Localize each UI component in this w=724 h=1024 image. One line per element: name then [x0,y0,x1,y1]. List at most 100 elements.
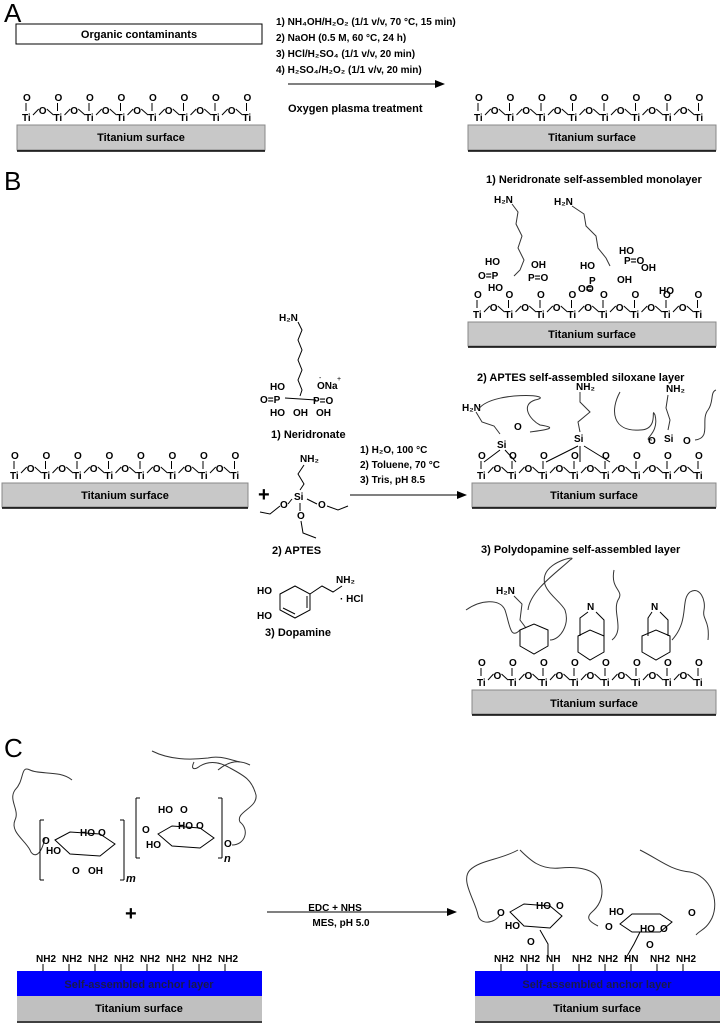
svg-text:O: O [98,828,106,839]
svg-text:O: O [646,940,654,951]
bridging-oxygen: O [554,106,562,117]
surface-oxygen: O [86,93,94,104]
bridging-oxygen: O [494,464,502,475]
surface-oxygen: O [74,451,82,462]
surface-a-start: Titanium surface [16,124,266,152]
bridging-oxygen: O [587,464,595,475]
titanium-surface-label: Titanium surface [548,132,636,144]
svg-text:O: O [180,805,188,816]
svg-text:HO: HO [609,907,624,918]
ti-atom: Ti [568,310,577,321]
ti-atom: Ti [105,471,114,482]
dopamine-name: 3) Dopamine [265,627,331,639]
svg-text:N: N [587,602,594,613]
ti-atom: Ti [601,471,610,482]
svg-text:HO: HO [178,821,193,832]
grafted-alginate: O HO O HO O O HO HO O O O [466,849,716,959]
titanium-surface-label: Titanium surface [550,490,638,502]
subscript-m: m [126,873,136,885]
bridging-oxygen: O [121,464,129,475]
surface-oxygen: O [478,451,486,462]
surface-oxygen: O [506,290,514,301]
svg-text:HO: HO [146,840,161,851]
svg-text:Si: Si [294,492,304,503]
svg-text:HO: HO [270,408,285,419]
panel-label-c: C [4,733,23,763]
titanium-surface-label: Titanium surface [95,1003,183,1015]
surface-oxygen: O [149,93,157,104]
bridging-oxygen: O [58,464,66,475]
bridging-oxygen: O [649,671,657,682]
ti-atom: Ti [168,471,177,482]
surface-oxygen: O [181,93,189,104]
svg-text:O: O [683,436,691,447]
ti-atom: Ti [662,310,671,321]
svg-text:O: O [660,924,668,935]
ti-atom: Ti [85,113,94,124]
plus-sign: + [258,484,270,506]
surface-oxygen: O [212,93,220,104]
ti-atom: Ti [477,471,486,482]
organic-contaminants-box [15,23,263,45]
step-3: 3) HCl/H₂SO₄ (1/1 v/v, 20 min) [276,49,415,60]
svg-text:HO: HO [257,611,272,622]
ti-atom: Ti [474,113,483,124]
amine-group: NH2 [88,954,108,965]
product-title-neridronate: 1) Neridronate self-assembled monolayer [486,174,703,186]
bridging-oxygen: O [228,106,236,117]
ti-atom: Ti [54,113,63,124]
bridging-oxygen: O [522,106,530,117]
surface-oxygen: O [633,451,641,462]
svg-text:NH₂: NH₂ [576,382,595,393]
conditions-top: EDC + NHS [308,903,362,914]
bridging-oxygen: O [553,303,561,314]
surface-neridronate: Titanium surface [467,321,717,348]
ti-atom: Ti [599,310,608,321]
reaction-conditions-b: 1) H₂O, 100 °C 2) Toluene, 70 °C 3) Tris… [350,445,467,499]
svg-text:H₂N: H₂N [554,197,573,208]
dopamine-structure: HO HO NH₂ · HCl 3) Dopamine [257,575,364,639]
svg-text:P=O: P=O [624,256,645,267]
bridging-oxygen: O [680,464,688,475]
anchor-layer-label: Self-assembled anchor layer [522,979,672,991]
surface-oxygen: O [602,451,610,462]
surface-oxygen: O [664,93,672,104]
svg-text:ONa: ONa [317,381,338,392]
amine-group: NH2 [62,954,82,965]
step-1: 1) NH₄OH/H₂O₂ (1/1 v/v, 70 °C, 15 min) [276,17,456,28]
svg-text:OH: OH [316,408,331,419]
surface-oxygen: O [43,451,51,462]
bridging-oxygen: O [647,303,655,314]
ti-atom: Ti [477,678,486,689]
surface-oxygen: O [474,290,482,301]
titanium-surface-label: Titanium surface [548,329,636,341]
titanium-surface-label: Titanium surface [550,698,638,710]
bridging-oxygen: O [216,464,224,475]
ti-atom: Ti [569,113,578,124]
aptes-structure: NH₂ Si O O O 2) APTES [259,454,349,557]
ti-atom: Ti [199,471,208,482]
svg-text:+: + [337,376,341,383]
surface-oxygen: O [106,451,114,462]
amine-group: NH2 [166,954,186,965]
svg-text:NH₂: NH₂ [300,454,319,465]
ti-atom: Ti [663,678,672,689]
surface-oxygen: O [137,451,145,462]
svg-text:O: O [224,839,232,850]
surface-oxygen: O [600,290,608,301]
bridging-oxygen: O [102,106,110,117]
ti-atom: Ti [508,471,517,482]
ti-atom: Ti [505,310,514,321]
ti-atom: Ti [632,113,641,124]
bridging-oxygen: O [90,464,98,475]
svg-text:HO: HO [659,286,674,297]
svg-text:HO: HO [536,901,551,912]
surface-aptes: Titanium surface [471,482,717,509]
titanium-layer [17,996,262,1021]
ti-atom: Ti [570,678,579,689]
ti-atom: Ti [537,113,546,124]
ti-atom: Ti [508,678,517,689]
step-4: 4) H₂SO₄/H₂O₂ (1/1 v/v, 20 min) [276,65,422,76]
